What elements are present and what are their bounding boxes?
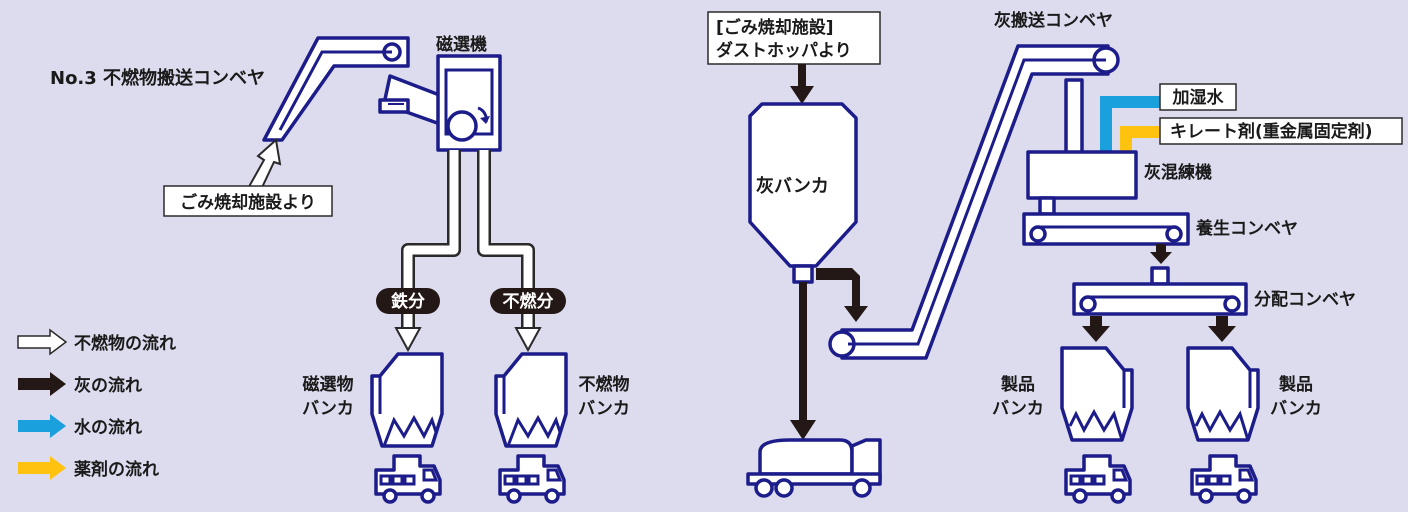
product1-label-2: バンカ	[992, 399, 1044, 419]
product-bunker-icon	[1060, 346, 1134, 442]
ash-bunker-label: 灰バンカ	[756, 175, 829, 197]
svg-text:キレート剤(重金属固定剤): キレート剤(重金属固定剤)	[1170, 121, 1373, 142]
mixer-chute	[1064, 78, 1084, 164]
svg-text:鉄分: 鉄分	[391, 291, 425, 312]
ash-arrow-icon	[1082, 316, 1110, 342]
product2-label-2: バンカ	[1270, 399, 1322, 419]
legend-item-ash: 灰の流れ	[18, 372, 142, 396]
svg-text:ダストホッパより: ダストホッパより	[716, 40, 852, 61]
ash-arrow-icon	[1150, 244, 1172, 264]
svg-text:不燃分: 不燃分	[503, 291, 554, 312]
product1-label-1: 製品	[1000, 374, 1035, 395]
mixer-label: 灰混練機	[1144, 162, 1212, 183]
legend-item-chemical: 薬剤の流れ	[18, 456, 159, 480]
curing-conveyor	[1022, 212, 1190, 246]
blue-arrow-icon	[18, 414, 66, 438]
dump-truck-icon	[498, 454, 566, 504]
source-box: ごみ焼却施設より	[163, 185, 333, 217]
svg-text:不燃物の流れ: 不燃物の流れ	[74, 333, 176, 354]
ash-mixer	[1026, 150, 1138, 216]
noncombustible-pipes	[394, 150, 542, 353]
noncombustible-bunker-icon	[494, 352, 568, 448]
black-arrow-icon	[18, 372, 66, 396]
white-arrow-icon	[17, 328, 68, 356]
tag-iron: 鉄分	[376, 288, 440, 314]
dump-truck-icon	[1190, 454, 1258, 504]
distribution-conveyor-label: 分配コンベヤ	[1254, 290, 1356, 310]
svg-text:加湿水: 加湿水	[1172, 87, 1225, 108]
svg-text:灰の流れ: 灰の流れ	[74, 375, 142, 396]
ash-conveyor	[828, 44, 1120, 360]
ash-arrow-icon	[1208, 316, 1236, 342]
legend-item-noncombustible: 不燃物の流れ	[17, 328, 176, 356]
yellow-arrow-icon	[18, 456, 66, 480]
svg-text:[ごみ焼却施設]: [ごみ焼却施設]	[716, 17, 834, 38]
dump-truck-icon	[374, 454, 442, 504]
ash-arrow-icon	[790, 64, 814, 104]
legend: 不燃物の流れ 灰の流れ 水の流れ 薬剤の流れ	[17, 328, 176, 480]
curing-conveyor-label: 養生コンベヤ	[1195, 218, 1298, 239]
chelate-box: キレート剤(重金属固定剤)	[1159, 117, 1403, 145]
hopper2-label-2: バンカ	[578, 399, 630, 419]
hopper2-label-1: 不燃物	[579, 374, 630, 395]
separator-label: 磁選機	[436, 34, 487, 55]
magnetic-separator	[378, 54, 502, 152]
distribution-conveyor	[1072, 266, 1248, 316]
dump-truck-icon	[1064, 454, 1132, 504]
svg-text:薬剤の流れ: 薬剤の流れ	[74, 459, 159, 480]
ash-conveyor-label: 灰搬送コンベヤ	[994, 10, 1113, 31]
svg-text:ごみ焼却施設より: ごみ焼却施設より	[180, 192, 316, 213]
hopper1-label-1: 磁選物	[303, 374, 354, 395]
tanker-truck-icon	[746, 438, 882, 498]
hopper1-label-2: バンカ	[302, 399, 354, 419]
water-box: 加湿水	[1159, 83, 1237, 111]
dust-hopper-source-box: [ごみ焼却施設] ダストホッパより	[707, 11, 881, 65]
ash-arrow-icon	[790, 282, 816, 440]
svg-text:水の流れ: 水の流れ	[74, 417, 142, 438]
legend-item-water: 水の流れ	[18, 414, 142, 438]
tag-noncombustible: 不燃分	[490, 288, 566, 314]
product2-label-1: 製品	[1278, 374, 1313, 395]
product-bunker-icon	[1186, 346, 1260, 442]
no3-conveyor	[262, 36, 410, 142]
magnetic-bunker-icon	[370, 352, 444, 448]
conveyor-label: No.3 不燃物搬送コンベヤ	[50, 67, 265, 89]
ash-arrow-icon	[816, 268, 868, 322]
